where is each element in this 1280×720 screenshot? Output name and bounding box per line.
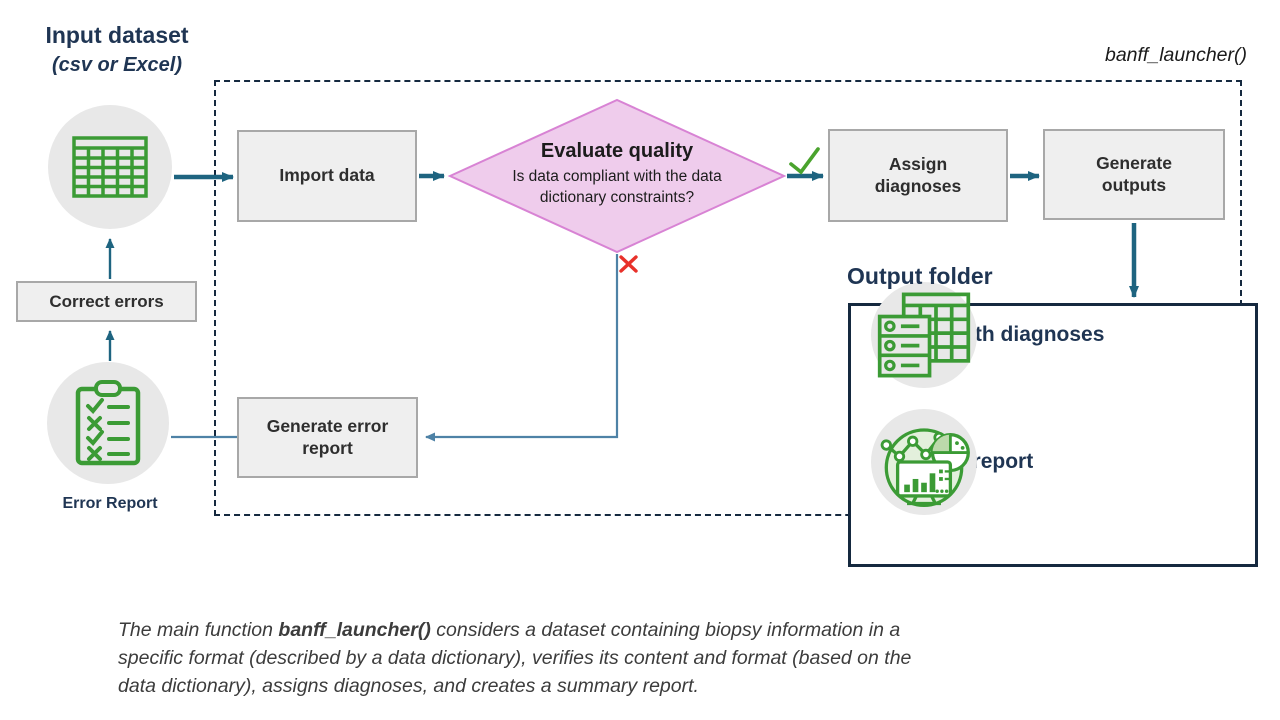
error-report-circle [47,362,169,484]
spreadsheet-table-icon [72,136,148,198]
generate-error-report-label: Generate error report [266,415,389,458]
caption-post: considers a dataset containing biopsy in… [118,619,912,697]
error-report-label: Error Report [62,495,158,512]
input-dataset-title: Input dataset [45,22,189,48]
assign-diagnoses-label: Assign diagnoses [874,153,962,196]
output-folder-title: Output folder [847,263,993,289]
assign-diagnoses-box: Assign diagnoses [828,129,1008,222]
dataset-icon-circle [871,282,977,388]
correct-errors-box: Correct errors [16,281,197,322]
analytics-dashboard-icon [880,428,970,507]
input-dataset-subtitle: (csv or Excel) [51,54,183,76]
correct-errors-label: Correct errors [49,291,164,311]
banff-launcher-label: banff_launcher() [1104,44,1247,66]
import-data-label: Import data [279,165,375,186]
generate-outputs-box: Generate outputs [1043,129,1225,220]
import-data-box: Import data [237,130,417,222]
banff-launcher-dashed-frame [214,80,1242,516]
output-item-summary: Summary report [871,409,1033,515]
database-table-icon [877,292,971,378]
generate-error-report-box: Generate error report [237,397,418,478]
figure-caption: The main function banff_launcher() consi… [118,616,1098,700]
evaluate-quality-question: Is data compliant with the data dictiona… [512,168,722,206]
caption-pre: The main function [118,619,279,641]
evaluate-quality-text: Evaluate quality Is data compliant with … [477,140,757,209]
output-item-dataset: Dataset with diagnoses [871,282,1104,388]
evaluate-quality-title: Evaluate quality [540,140,694,162]
output-folder-box: Dataset with diagnoses [848,282,1258,567]
clipboard-checklist-icon [75,380,141,466]
summary-icon-circle [871,409,977,515]
caption-function-name: banff_launcher() [278,619,431,641]
input-dataset-circle [48,105,172,229]
generate-outputs-label: Generate outputs [1096,152,1172,195]
